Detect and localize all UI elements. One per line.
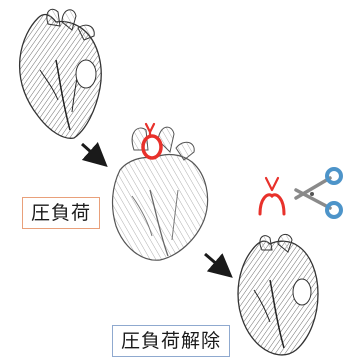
pressure-overload-label: 圧負荷: [22, 197, 100, 229]
overload-release-label: 圧負荷解除: [112, 325, 230, 357]
clip-icon: [260, 178, 284, 214]
scissors-icon: [296, 169, 341, 217]
heart-illustration: [20, 9, 102, 138]
aortic-band-icon: [143, 124, 161, 158]
heart-illustration: [238, 234, 318, 355]
arrow-icon: [205, 254, 226, 272]
arrow-icon: [82, 144, 101, 161]
